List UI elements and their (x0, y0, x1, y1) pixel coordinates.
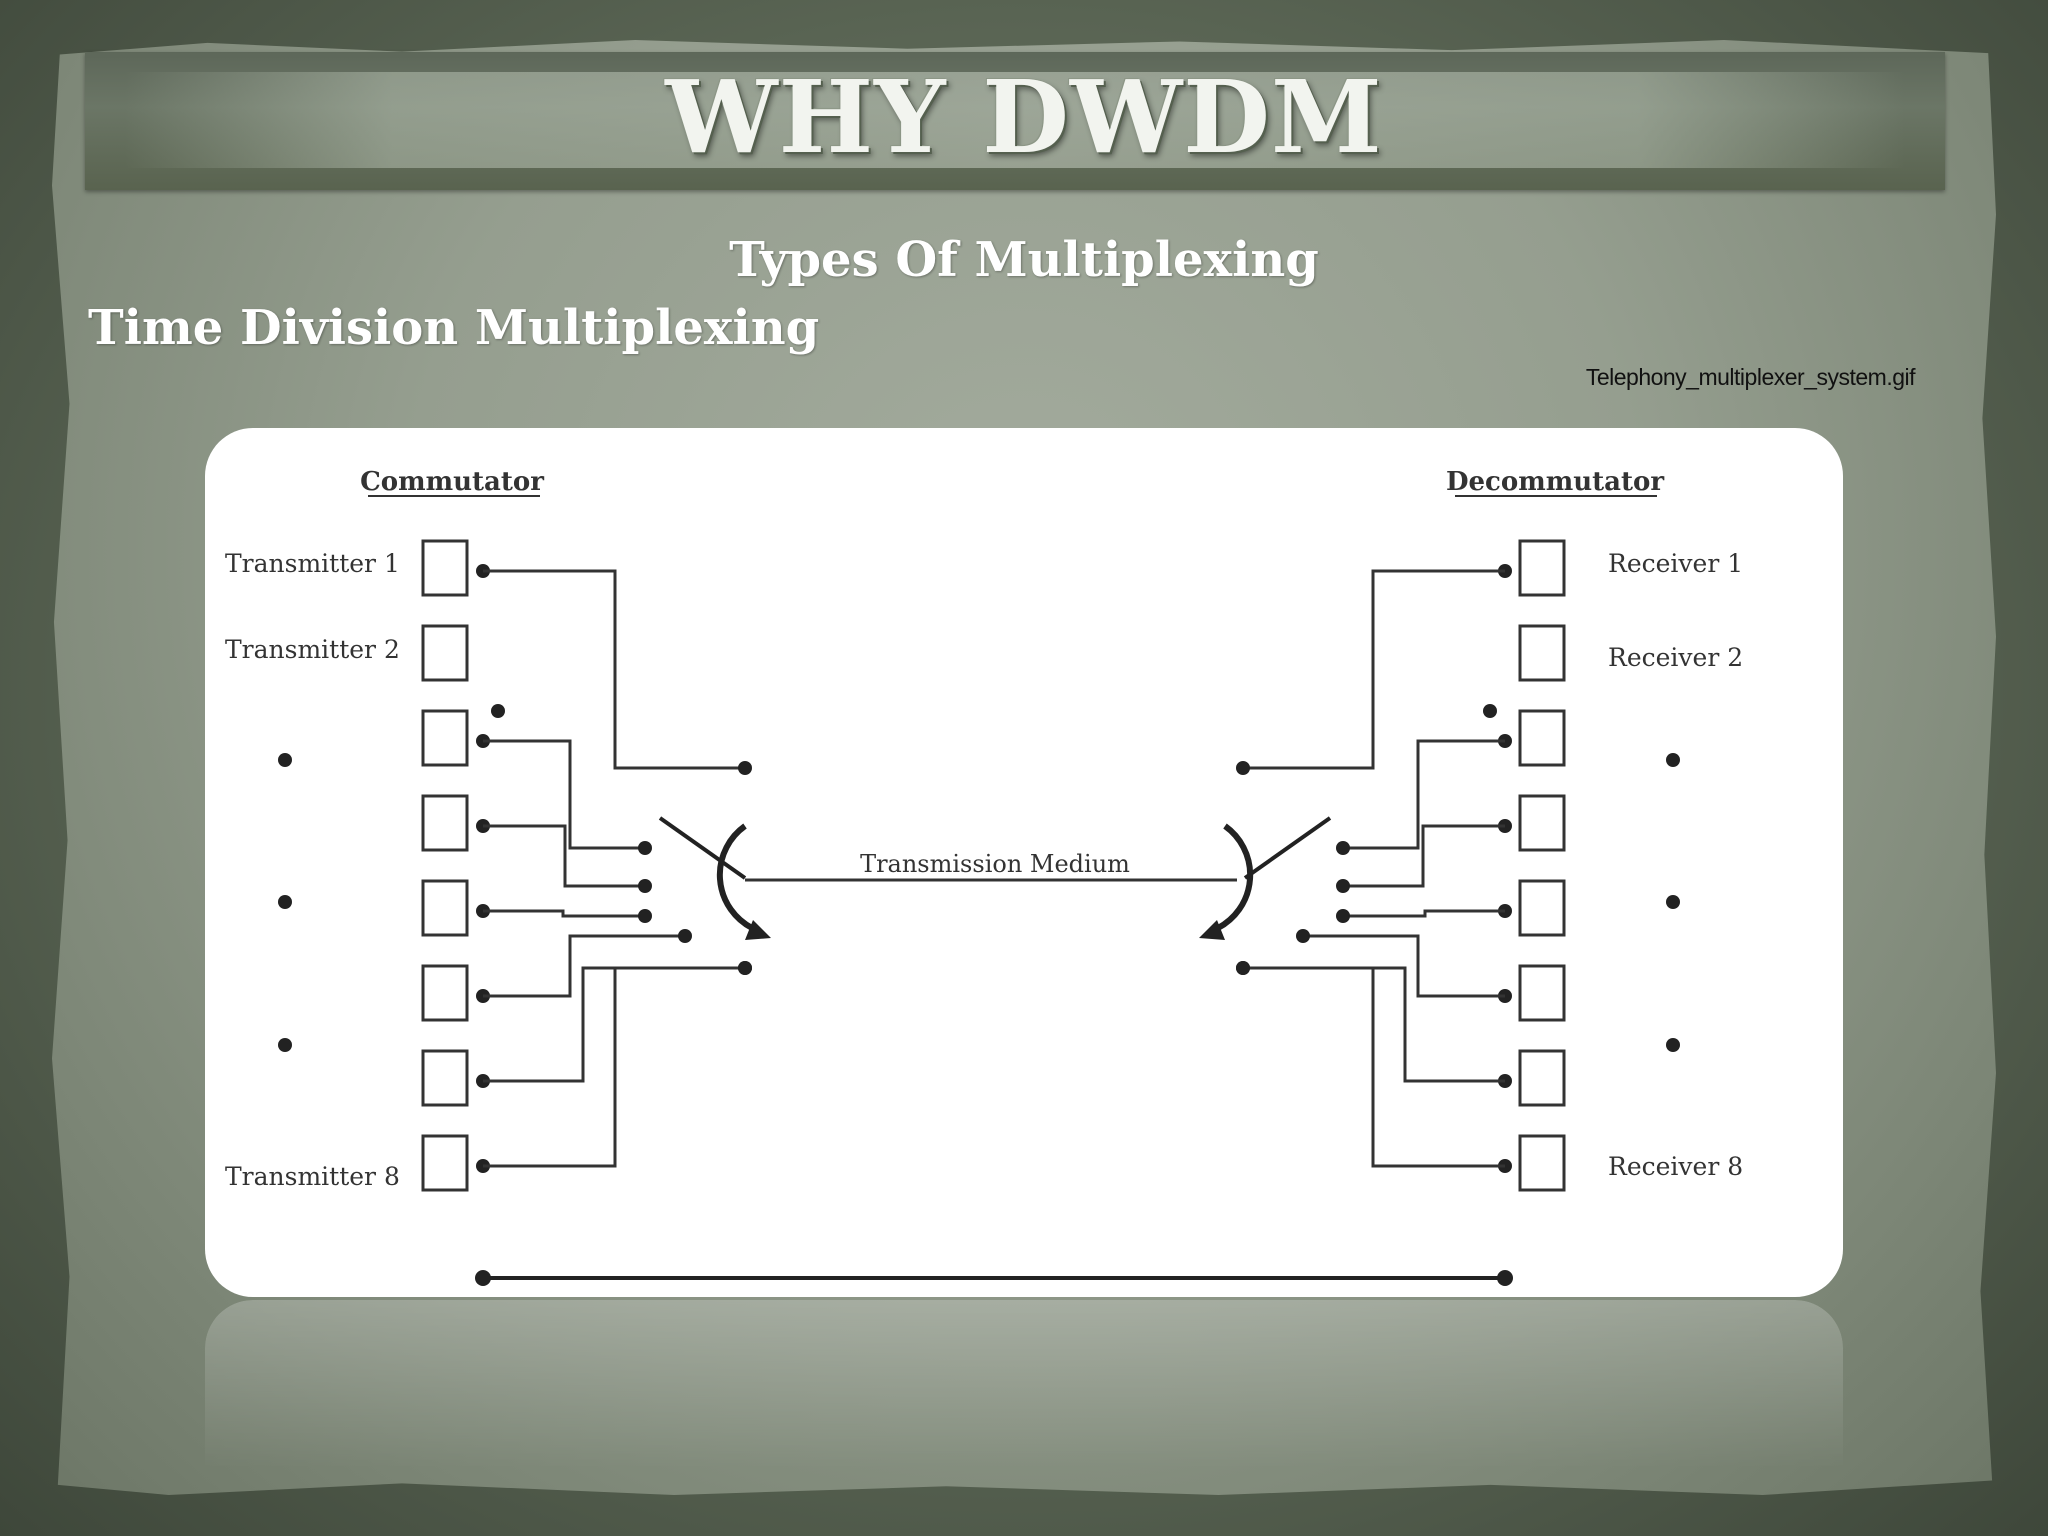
transmitter-box (421, 539, 469, 597)
transmitter-box (421, 1134, 469, 1192)
commutator-switch (658, 816, 771, 940)
receiver-label-8: Receiver 8 (1608, 1152, 1743, 1181)
decommutator-wire (1243, 569, 1505, 770)
ellipsis-dot (278, 753, 292, 767)
tdm-diagram: Commutator Decommutator Transmitter 1 Tr… (205, 428, 1843, 1297)
decommutator-wire (1243, 966, 1505, 1168)
receiver-box (1518, 709, 1566, 767)
wire-group (483, 569, 1505, 1168)
commutator-wire (483, 824, 645, 888)
clock-dot-right (1497, 1270, 1513, 1286)
decommutator-wire (1343, 909, 1505, 918)
transmitter-label-1: Transmitter 1 (225, 549, 400, 578)
clock-dot-left (475, 1270, 491, 1286)
decommutator-wire (1343, 824, 1505, 888)
ellipsis-dot (1666, 1038, 1680, 1052)
commutator-wire (483, 909, 645, 918)
decommutator-contact (1336, 909, 1350, 923)
receiver-box (1518, 1134, 1566, 1192)
transmitter-label-2: Transmitter 2 (225, 635, 400, 664)
commutator-wire (483, 934, 685, 998)
transmitter-terminal (491, 704, 505, 718)
transmitter-box (421, 964, 469, 1022)
ellipsis-dot (1666, 895, 1680, 909)
commutator-contact (638, 841, 652, 855)
decommutator-contact (1236, 761, 1250, 775)
commutator-wire (483, 739, 645, 850)
decommutator-switch (1199, 816, 1332, 940)
decommutator-label: Decommutator (1446, 467, 1664, 497)
image-caption: Telephony_multiplexer_system.gif (1585, 364, 1916, 390)
commutator-label: Commutator (360, 467, 544, 497)
transmitter-box (421, 1049, 469, 1107)
diagram-reflection (205, 1300, 1843, 1470)
tdm-diagram-svg: Commutator Decommutator Transmitter 1 Tr… (225, 467, 1743, 1286)
decommutator-contact (1336, 879, 1350, 893)
receiver-box (1518, 624, 1566, 682)
receiver-box (1518, 794, 1566, 852)
receiver-label-2: Receiver 2 (1608, 643, 1743, 672)
slide-title: WHY DWDM (665, 58, 1383, 176)
decommutator-contact (1296, 929, 1310, 943)
transmitter-box (421, 624, 469, 682)
slide-subtitle: Types Of Multiplexing (729, 232, 1319, 288)
transmitter-group (421, 539, 505, 1192)
commutator-contact (678, 929, 692, 943)
receiver-box (1518, 879, 1566, 937)
transmitter-box (421, 879, 469, 937)
transmitter-box (421, 794, 469, 852)
commutator-contact (638, 909, 652, 923)
decommutator-wire (1303, 934, 1505, 998)
receiver-group (1483, 539, 1566, 1192)
receiver-box (1518, 539, 1566, 597)
receiver-label-1: Receiver 1 (1608, 549, 1743, 578)
ellipsis-dot (278, 895, 292, 909)
section-heading: Time Division Multiplexing (88, 300, 820, 356)
title-band (85, 52, 1945, 190)
medium-label: Transmission Medium (860, 850, 1130, 878)
decommutator-contact (1336, 841, 1350, 855)
ellipsis-dot (1666, 753, 1680, 767)
commutator-contact (638, 879, 652, 893)
commutator-wire (483, 966, 745, 1168)
commutator-contact (738, 761, 752, 775)
decommutator-wire (1343, 739, 1505, 850)
commutator-wire (483, 569, 745, 770)
receiver-box (1518, 1049, 1566, 1107)
receiver-terminal (1483, 704, 1497, 718)
transmitter-box (421, 709, 469, 767)
transmitter-label-8: Transmitter 8 (225, 1162, 400, 1191)
commutator-contact (738, 961, 752, 975)
receiver-box (1518, 964, 1566, 1022)
ellipsis-dot (278, 1038, 292, 1052)
decommutator-contact (1236, 961, 1250, 975)
